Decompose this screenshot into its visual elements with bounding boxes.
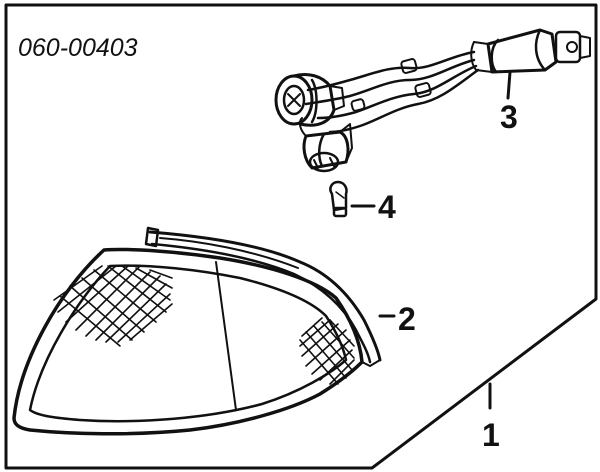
part-code: 060-00403 [18, 34, 138, 62]
callout-3: 3 [500, 99, 518, 135]
connector-plug [470, 28, 591, 74]
socket-upper [274, 72, 345, 127]
callout-2: 2 [398, 301, 416, 337]
lens-pattern-left [53, 265, 173, 347]
callout-1: 1 [482, 417, 500, 453]
bulb [329, 180, 348, 218]
assembly-frame [4, 3, 598, 470]
socket-lower [298, 117, 353, 173]
callout-4: 4 [378, 189, 396, 225]
leader-3 [506, 70, 512, 100]
socket-harness [274, 28, 591, 173]
leader-lines [350, 70, 512, 410]
lens-pattern-right [299, 317, 355, 385]
lamp-housing [12, 226, 382, 436]
